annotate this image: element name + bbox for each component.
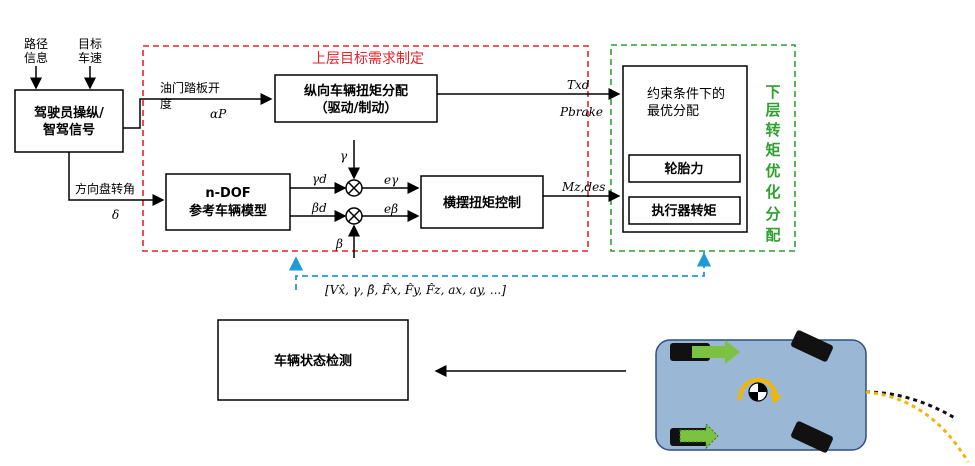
trajectory-yellow [865,390,970,463]
svg-text:层: 层 [765,101,780,119]
ndof-block [165,173,291,231]
actuator-torque-label: 执行器转矩 [651,203,716,219]
input-target-speed: 目标 车速 [78,37,102,65]
sum-junction-beta [345,207,363,225]
wheel-front-right [791,421,833,453]
steering-arrow [68,152,165,206]
beta-d: βd [311,201,327,215]
ndof-label-2: 参考车辆模型 [189,203,267,219]
gamma-d: γd [312,172,327,186]
svg-text:转: 转 [765,121,780,139]
upper-layer-region [142,45,589,252]
driver-block [14,89,124,153]
yaw-arc [737,377,778,401]
pedal-label-2: 度 [160,96,172,111]
trajectory-black [865,390,956,420]
svg-text:车速: 车速 [78,50,102,65]
t-xd: Txd [567,78,590,92]
state-detect-label: 车辆状态检测 [274,353,352,369]
optimizer-label-2: 最优分配 [647,104,699,119]
e-beta: eβ [384,202,398,216]
p-brake: Pbrake [559,105,603,119]
svg-text:优: 优 [765,162,780,180]
input-path-info: 路径 信息 [24,36,48,65]
mz-des: Mz,des [561,180,605,194]
steering-label: 方向盘转角 [75,181,135,196]
delta: δ [112,208,119,222]
yaw-arc-head [770,392,782,404]
feedback-vector: [Vx̂, γ, β̂, F̂x, F̂y, F̂z, ax, ay, ...] [325,282,506,297]
svg-text:目标: 目标 [78,37,102,51]
svg-text:配: 配 [765,226,780,244]
force-arrow-dashed [679,422,719,450]
svg-text:化: 化 [765,183,780,201]
alpha-p: αP [210,107,227,121]
svg-text:路径: 路径 [24,36,48,51]
wheel-front-left [791,330,833,362]
actuator-torque-box [628,196,741,225]
tire-force-label: 轮胎力 [664,161,703,177]
longitudinal-block [274,74,438,123]
gamma: γ [340,149,348,163]
sum-junction-gamma [345,179,363,197]
svg-text:分: 分 [765,205,780,223]
e-gamma: eγ [384,173,399,187]
yaw-control-block [420,175,544,229]
lower-layer-title: 下 层 转 矩 优 化 分 配 [765,83,780,244]
pedal-arrow [123,93,273,129]
yaw-control-label: 横摆扭矩控制 [443,195,521,211]
pedal-label-1: 油门踏板开 [160,80,220,95]
svg-text:下: 下 [765,83,780,101]
optimizer-label-1: 约束条件下的 [647,86,725,102]
state-detect-block [217,319,409,401]
tire-force-box [628,154,741,183]
vehicle-illustration [655,330,970,463]
ndof-label-1: n-DOF [205,186,250,201]
lower-layer-region [610,44,796,252]
force-arrow-solid [692,340,740,364]
svg-text:信息: 信息 [24,50,48,65]
longitudinal-label-2: （驱动/制动） [315,100,398,116]
upper-layer-title: 上层目标需求制定 [312,51,424,67]
driver-label-2: 智驾信号 [43,122,95,138]
driver-label-1: 驾驶员操纵/ [34,105,104,121]
longitudinal-label-1: 纵向车辆扭矩分配 [304,83,408,99]
beta: β [335,237,343,251]
svg-text:矩: 矩 [765,141,780,159]
